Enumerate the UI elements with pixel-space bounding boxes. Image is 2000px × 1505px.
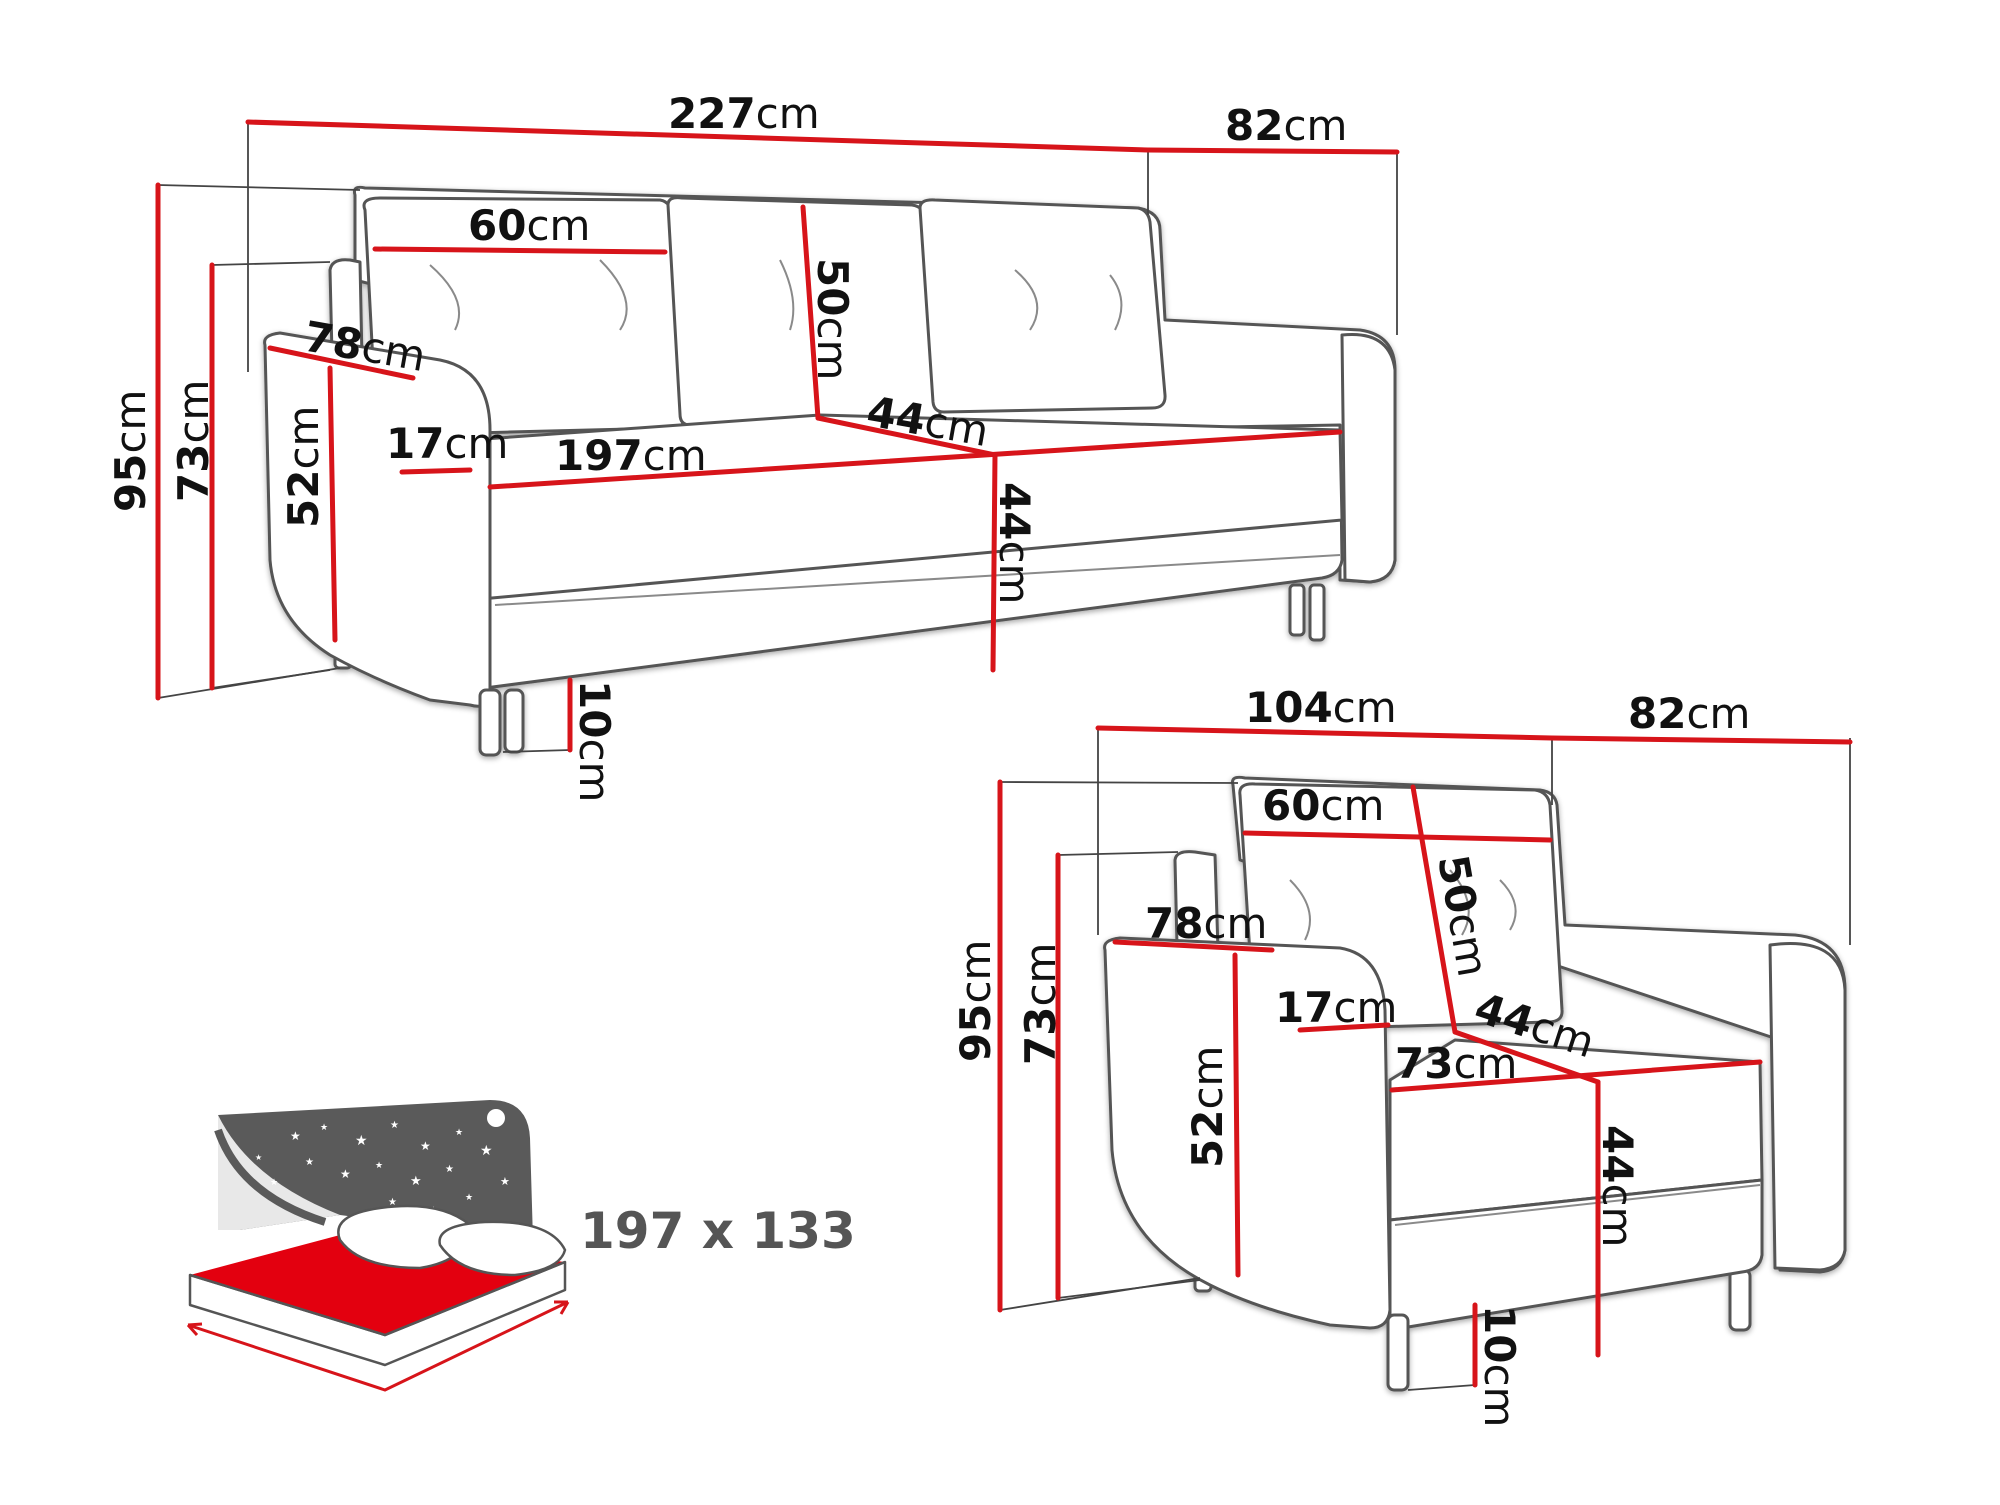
sofa-right-arm	[1340, 332, 1397, 584]
armchair-left-arm-front	[1103, 936, 1392, 1330]
sofa-armrest-width-label: 17cm	[386, 419, 508, 468]
sofa-drawing	[263, 185, 1397, 757]
moon-icon	[487, 1109, 505, 1127]
svg-text:★: ★	[388, 1197, 397, 1208]
armchair-armrest-height-label: 52cm	[1183, 1046, 1232, 1168]
sofa-front-leg-left-2	[503, 688, 525, 754]
sofa-armrest-depth-line	[267, 345, 416, 381]
armchair-armrest-width-label: 17cm	[1275, 983, 1397, 1032]
armchair-detail-lines	[1289, 869, 1761, 1226]
armchair-labels: 104cm 82cm 60cm 50cm 44cm 73cm 78cm 17cm…	[951, 683, 1750, 1427]
sofa-cushion-width-label: 60cm	[468, 201, 590, 250]
armchair-left-arm-back	[1173, 850, 1220, 952]
sofa-back-leg-right	[1288, 583, 1306, 637]
sofa-width-label: 227cm	[668, 89, 820, 138]
armchair-guide-lines	[999, 728, 1851, 1391]
sofa-seat-width-line	[487, 429, 1343, 490]
sofa-cushion-width-line	[372, 246, 668, 255]
armchair-armrest-height-line	[1232, 952, 1241, 1278]
svg-text:★: ★	[500, 1175, 510, 1188]
svg-text:★: ★	[390, 1120, 399, 1131]
sofa-dimension-lines	[155, 119, 1400, 753]
armchair-width-label: 104cm	[1245, 683, 1397, 732]
svg-text:★: ★	[355, 1133, 368, 1149]
svg-text:★: ★	[410, 1174, 422, 1189]
sofa-armrest-depth-label: 78cm	[300, 312, 429, 382]
sofa-seat-height-line	[990, 452, 998, 673]
svg-text:★: ★	[480, 1143, 493, 1159]
armchair-seat-front	[1388, 1178, 1764, 1332]
armchair-seat-width-label: 73cm	[1395, 1039, 1517, 1088]
armchair-armrest-width-line	[1297, 1022, 1391, 1033]
armchair-depth-label: 82cm	[1628, 689, 1750, 738]
svg-text:★: ★	[465, 1193, 473, 1203]
armchair-back-height-label: 73cm	[1016, 943, 1065, 1065]
armchair-depth-line	[1549, 735, 1853, 745]
armchair-seat-height-label: 44cm	[1593, 1125, 1642, 1247]
sofa-cushion-height-line	[800, 204, 821, 421]
sofa-depth-line	[1145, 147, 1400, 155]
sofa-detail-lines	[429, 259, 1341, 606]
armchair-width-line	[1095, 725, 1555, 741]
moon-crescent	[218, 1115, 340, 1230]
armchair-cushion-width-line	[1242, 830, 1553, 843]
sofa-total-height-label: 95cm	[106, 390, 155, 512]
armchair-dimension-lines	[997, 725, 1853, 1388]
armchair-total-height-label: 95cm	[951, 940, 1000, 1062]
sofa-seat-width-label: 197cm	[555, 431, 707, 480]
armchair-back-leg-right	[1728, 1268, 1752, 1332]
svg-text:★: ★	[290, 1129, 301, 1143]
sofa-cushion-height-label: 50cm	[808, 258, 857, 380]
sofa-back-height-label: 73cm	[169, 380, 218, 502]
sofa-armrest-height-label: 52cm	[279, 406, 328, 528]
sofa-seat-depth-line	[815, 415, 998, 458]
sofa-back-leg-right-2	[1308, 583, 1326, 642]
armchair-seat-width-line	[1389, 1059, 1763, 1093]
svg-text:★: ★	[255, 1153, 262, 1162]
armchair-armrest-depth-line	[1112, 939, 1275, 953]
armchair-cushion-width-label: 60cm	[1262, 781, 1384, 830]
armchair-cushion-height-line	[1410, 784, 1458, 1035]
svg-text:★: ★	[375, 1161, 383, 1171]
sofa-armrest-height-line	[327, 365, 338, 643]
svg-text:★: ★	[305, 1157, 314, 1168]
armchair-armrest-depth-label: 78cm	[1145, 899, 1267, 948]
armchair-leg-height-label: 10cm	[1475, 1305, 1524, 1427]
stars: ★★ ★★ ★★ ★★ ★★ ★★ ★★ ★★ ★★	[255, 1120, 510, 1214]
sofa-seat-height-label: 44cm	[990, 482, 1039, 604]
sofa-front-leg-left	[478, 688, 502, 757]
svg-text:★: ★	[320, 1123, 328, 1133]
night-sky-bed-icon: ★★ ★★ ★★ ★★ ★★ ★★ ★★ ★★ ★★	[186, 1100, 570, 1392]
svg-text:★: ★	[455, 1128, 463, 1138]
bed-size-label: 197 x 133	[580, 1202, 856, 1260]
bed-pillow-right	[438, 1220, 567, 1277]
sofa-width-line	[245, 119, 1151, 153]
sofa-depth-label: 82cm	[1225, 101, 1347, 150]
armchair-cushion-height-label: 50cm	[1428, 851, 1498, 980]
armchair-right-arm	[1768, 942, 1847, 1272]
sofa-left-arm-front	[263, 331, 492, 708]
svg-text:★: ★	[420, 1139, 431, 1153]
sofa-seat-depth-label: 44cm	[863, 387, 992, 457]
armchair-front-leg-left	[1386, 1313, 1410, 1392]
sofa-back-cushion-right	[918, 198, 1167, 414]
svg-text:★: ★	[445, 1164, 454, 1175]
svg-text:★: ★	[270, 1178, 278, 1188]
bed-width-arrow	[187, 1300, 569, 1392]
sofa-leg-height-label: 10cm	[570, 680, 619, 802]
sofa-guide-lines	[157, 120, 1398, 753]
sofa-left-arm-back	[328, 258, 364, 362]
sofa-labels: 227cm 82cm 60cm 50cm 44cm 197cm 78cm 17c…	[106, 89, 1347, 802]
svg-text:★: ★	[340, 1167, 351, 1181]
sofa-armrest-width-line	[399, 467, 473, 475]
